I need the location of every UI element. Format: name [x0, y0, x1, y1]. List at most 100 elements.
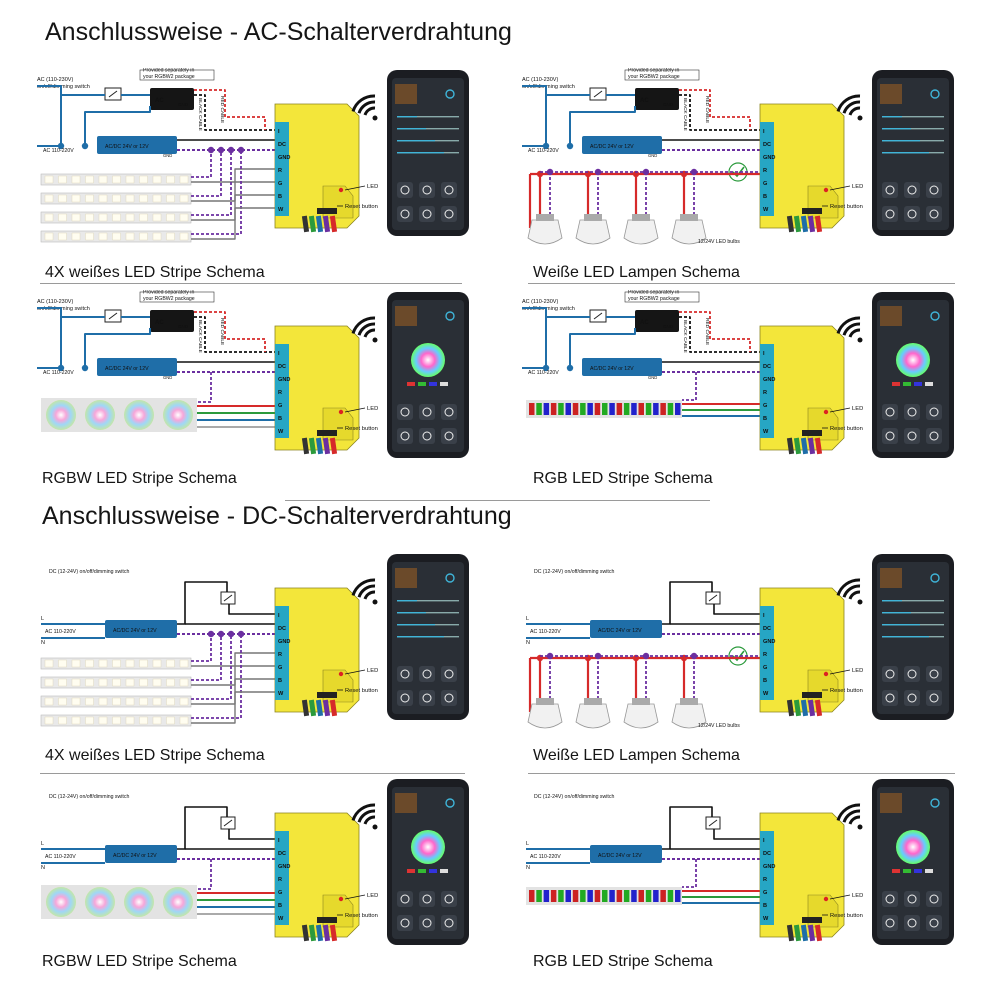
white-led-strip: [40, 695, 192, 708]
terminal-gnd: GND: [763, 864, 775, 870]
terminal-b: B: [763, 903, 767, 909]
app-tile: [397, 891, 413, 907]
switch-wire: [177, 806, 228, 850]
switch-label: on/off/dimming switch: [37, 306, 90, 312]
gnd-label: GND: [663, 324, 674, 329]
switch-icon: [589, 87, 607, 101]
app-tile: [904, 404, 920, 420]
terminal-gnd: GND: [763, 377, 775, 383]
red-cable: [194, 311, 266, 352]
wire: [191, 150, 212, 178]
wire: [522, 316, 590, 369]
rgb-chip: [594, 403, 601, 415]
white-led-strip: [40, 230, 192, 243]
psu-box: [590, 845, 662, 863]
provided-label: Provided separately in: [143, 290, 194, 296]
phone-icon: [872, 70, 954, 236]
junction-dot: [237, 146, 245, 154]
wire: [522, 307, 547, 317]
app-tile: [882, 404, 898, 420]
terminal-g: G: [278, 665, 282, 671]
led-indicator: [823, 409, 829, 415]
psu-box: [97, 136, 177, 154]
black-cable: [679, 94, 760, 131]
terminal-b: B: [278, 416, 282, 422]
psu-box: [590, 620, 662, 638]
terminal-block: [760, 831, 774, 925]
led-label: LED: [367, 668, 378, 674]
rgb-chip: [609, 403, 615, 415]
wire: [569, 106, 636, 146]
switch-label: on/off/dimming switch: [522, 84, 575, 90]
rgb-chip: [645, 403, 652, 415]
app-tile: [926, 666, 942, 682]
wire: [344, 407, 366, 413]
wifi-icon: [836, 94, 863, 121]
rgb-chip: [653, 403, 659, 415]
junction-dot: [227, 630, 235, 638]
app-tile: [419, 690, 435, 706]
terminal-i: I: [763, 129, 765, 135]
terminal-r: R: [278, 877, 282, 883]
app-tile: [397, 428, 413, 444]
ac-input-label: AC 110-220V: [43, 370, 74, 376]
led-label: LED: [852, 893, 863, 899]
app-thumbnail: [395, 306, 417, 326]
section-title-ac: Anschlussweise - AC-Schalterverdrahtung: [45, 18, 512, 46]
rgb-chip: [543, 403, 550, 415]
phone-icon: [872, 554, 954, 720]
n-label: N: [41, 865, 45, 871]
caption-dc-white4: 4X weißes LED Stripe Schema: [45, 747, 265, 764]
wire: [344, 669, 366, 675]
rgb-chip: [631, 890, 637, 902]
red-cable: [679, 89, 751, 130]
wiring-diagram: AC (110-230V)on/off/dimming switchProvid…: [522, 68, 954, 245]
rgb-chip: [558, 403, 564, 415]
rgb-chip: [580, 403, 586, 415]
psu-label: AC/DC 24V or 12V: [113, 853, 157, 859]
terminal-gnd: GND: [278, 377, 290, 383]
app-tile: [882, 915, 898, 931]
reset-label: Reset button: [830, 426, 863, 432]
reset-label: Reset button: [345, 913, 378, 919]
terminal-i: I: [763, 351, 765, 357]
terminal-block: [275, 831, 289, 925]
wire: [191, 150, 242, 235]
led-indicator: [338, 409, 344, 415]
app-tile: [904, 428, 920, 444]
red-cable-label: RED CABLE: [219, 318, 225, 345]
app-tile: [397, 404, 413, 420]
led-label: LED: [367, 184, 378, 190]
switch-icon: [104, 87, 122, 101]
terminal-b: B: [763, 194, 767, 200]
phone-icon: [872, 292, 954, 458]
app-tile: [441, 915, 457, 931]
rgbw-led-strip: [41, 885, 197, 919]
switch-icon: [705, 816, 721, 830]
terminal-r: R: [278, 168, 282, 174]
terminal-g: G: [278, 181, 282, 187]
wire: [344, 185, 366, 191]
rgb-led-strip: [526, 887, 682, 905]
white-led-strip: [40, 173, 192, 186]
wire: [191, 207, 275, 240]
junction-dot: [690, 652, 698, 660]
wire: [197, 859, 212, 890]
terminal-block: [760, 606, 774, 700]
black-cable: [194, 94, 275, 131]
color-wheel: [896, 830, 930, 864]
provided-label: Provided separately in: [628, 290, 679, 296]
black-cable-label: BLACK CABLE: [197, 320, 203, 353]
led-indicator: [823, 187, 829, 193]
wire: [191, 665, 275, 686]
terminal-b: B: [763, 678, 767, 684]
terminal-dc: DC: [763, 626, 771, 632]
rgbw-chip: [46, 400, 76, 430]
wire: [197, 372, 212, 403]
reset-label: Reset button: [830, 204, 863, 210]
black-cable-label: BLACK CABLE: [197, 98, 203, 131]
app-tile: [441, 404, 457, 420]
